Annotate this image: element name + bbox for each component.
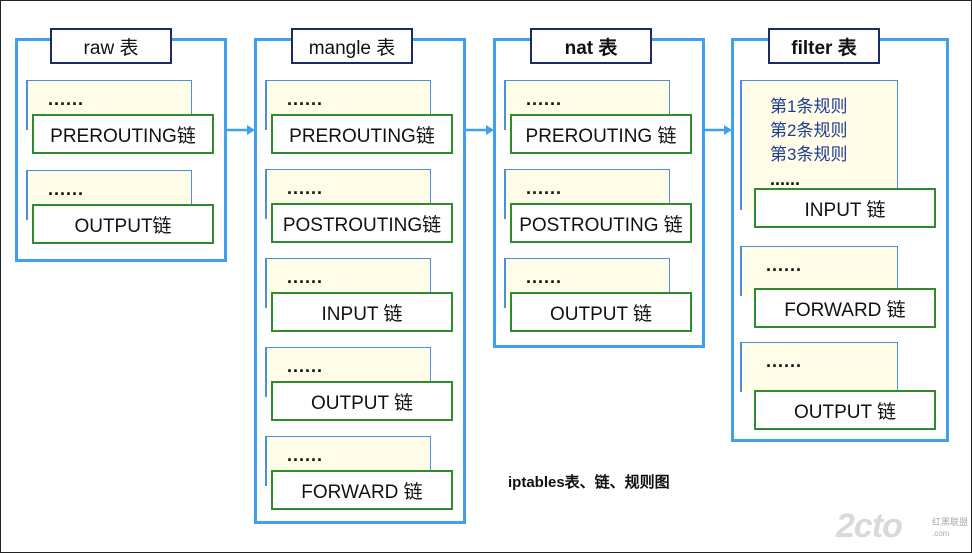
chain-label: PREROUTING 链 (510, 114, 692, 154)
chain-label: PREROUTING链 (271, 114, 453, 154)
rules-ellipsis: ...... (287, 267, 324, 287)
chain-rules-area: ...... (740, 246, 898, 296)
chain-label: INPUT 链 (271, 292, 453, 332)
watermark-logo-text: 2cto (836, 507, 903, 545)
chain-label: OUTPUT链 (32, 204, 214, 244)
chain-label: OUTPUT 链 (271, 381, 453, 421)
rules-ellipsis: ...... (48, 89, 85, 109)
mangle-chain-input: ...... INPUT 链 (265, 258, 457, 336)
rules-ellipsis: ...... (48, 179, 85, 199)
raw-chain-output: ...... OUTPUT链 (26, 170, 218, 248)
watermark-suffix-text: .com (932, 529, 950, 538)
chain-label: PREROUTING链 (32, 114, 214, 154)
chain-label: OUTPUT 链 (754, 390, 936, 430)
watermark-cn-text: 红黑联盟 (932, 517, 969, 527)
rules-ellipsis: ...... (287, 356, 324, 376)
mangle-table-title: mangle 表 (291, 28, 413, 64)
mangle-chain-forward: ...... FORWARD 链 (265, 436, 457, 514)
rule-list: 第1条规则 第2条规则 第3条规则 ...... (770, 95, 847, 191)
nat-chain-prerouting: ...... PREROUTING 链 (504, 80, 696, 158)
rules-ellipsis: ...... (766, 351, 803, 371)
filter-table-title: filter 表 (768, 28, 880, 64)
rules-ellipsis: ...... (770, 169, 801, 189)
rules-ellipsis: ...... (287, 178, 324, 198)
mangle-chain-postrouting: ...... POSTROUTING链 (265, 169, 457, 247)
filter-chain-output: ...... OUTPUT 链 (740, 342, 938, 430)
chain-label: FORWARD 链 (754, 288, 936, 328)
mangle-chain-output: ...... OUTPUT 链 (265, 347, 457, 425)
rules-ellipsis: ...... (766, 255, 803, 275)
chain-label: OUTPUT 链 (510, 292, 692, 332)
chain-label: POSTROUTING 链 (510, 203, 692, 243)
diagram-caption: iptables表、链、规则图 (508, 474, 670, 491)
rule-item: 第3条规则 (770, 145, 848, 164)
rules-ellipsis: ...... (287, 89, 324, 109)
chain-rules-area: ...... (740, 342, 898, 392)
chain-label: INPUT 链 (754, 188, 936, 228)
filter-chain-input: 第1条规则 第2条规则 第3条规则 ...... INPUT 链 (740, 80, 938, 234)
flow-arrow-icon (227, 125, 255, 135)
nat-chain-postrouting: ...... POSTROUTING 链 (504, 169, 696, 247)
rules-ellipsis: ...... (287, 445, 324, 465)
site-watermark-logo: 2cto 红黑联盟 .com (836, 507, 968, 547)
raw-chain-prerouting: ...... PREROUTING链 (26, 80, 218, 158)
rules-ellipsis: ...... (526, 178, 563, 198)
flow-arrow-icon (466, 125, 494, 135)
rule-item: 第1条规则 (770, 97, 848, 116)
filter-chain-forward: ...... FORWARD 链 (740, 246, 938, 328)
rule-item: 第2条规则 (770, 121, 848, 140)
chain-label: FORWARD 链 (271, 470, 453, 510)
rules-ellipsis: ...... (526, 89, 563, 109)
chain-label: POSTROUTING链 (271, 203, 453, 243)
nat-table-title: nat 表 (530, 28, 652, 64)
nat-chain-output: ...... OUTPUT 链 (504, 258, 696, 336)
rules-ellipsis: ...... (526, 267, 563, 287)
flow-arrow-icon (704, 125, 732, 135)
raw-table-title: raw 表 (50, 28, 172, 64)
mangle-chain-prerouting: ...... PREROUTING链 (265, 80, 457, 158)
